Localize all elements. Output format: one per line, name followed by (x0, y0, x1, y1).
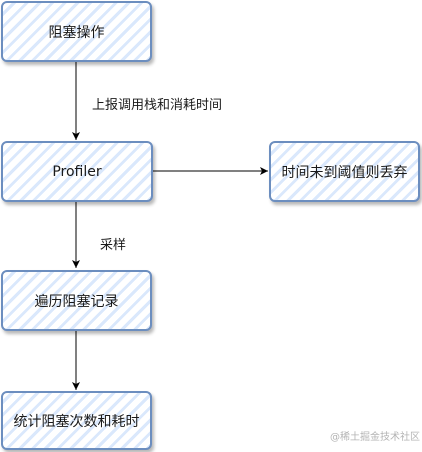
node-discard-label: 时间未到阈值则丢弃 (281, 164, 408, 181)
edge-label-report: 上报调用栈和消耗时间 (92, 98, 223, 113)
edge-label-sample: 采样 (100, 238, 127, 253)
node-profiler-label: Profiler (52, 163, 102, 180)
node-block-operation: 阻塞操作 (1, 1, 152, 62)
node-block-operation-label: 阻塞操作 (48, 24, 105, 41)
node-statistics: 统计阻塞次数和耗时 (1, 391, 152, 450)
watermark: @稀土掘金技术社区 (330, 432, 420, 443)
node-discard: 时间未到阈值则丢弃 (269, 141, 420, 202)
node-traverse-records: 遍历阻塞记录 (1, 270, 152, 331)
node-profiler: Profiler (1, 141, 153, 202)
node-traverse-records-label: 遍历阻塞记录 (34, 293, 119, 310)
node-statistics-label: 统计阻塞次数和耗时 (13, 413, 140, 430)
